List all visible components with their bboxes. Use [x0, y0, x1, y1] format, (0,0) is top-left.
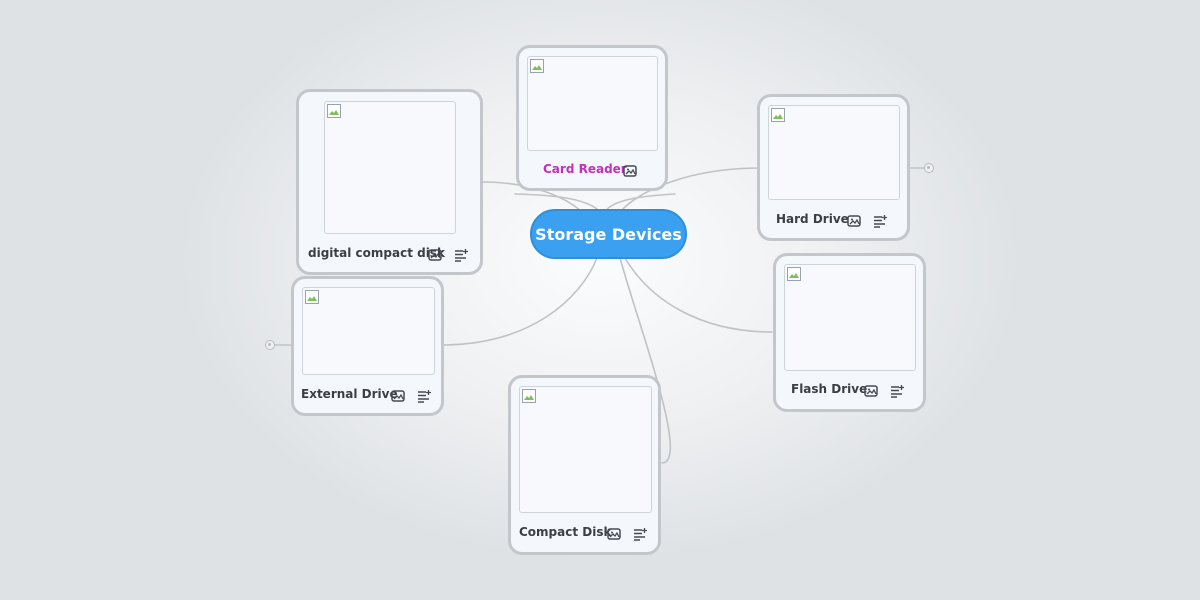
- topic-label: Card Reader: [543, 162, 627, 176]
- collapse-toggle-icon[interactable]: [924, 163, 934, 173]
- notes-icon[interactable]: [417, 389, 431, 403]
- broken-image-icon: [305, 290, 319, 304]
- broken-image-icon: [530, 59, 544, 73]
- broken-image-icon: [787, 267, 801, 281]
- topic-external-drive[interactable]: External Drive: [291, 276, 444, 416]
- image-icon[interactable]: [847, 214, 861, 228]
- image-icon[interactable]: [864, 384, 878, 398]
- topic-label: Hard Drive: [776, 212, 849, 226]
- image-icon[interactable]: [391, 389, 405, 403]
- notes-icon[interactable]: [633, 527, 647, 541]
- connector-flash-drive: [624, 257, 773, 333]
- topic-digital-compact-disk[interactable]: digital compact disk: [296, 89, 483, 275]
- image-icon[interactable]: [607, 527, 621, 541]
- collapse-toggle-icon[interactable]: [265, 340, 275, 350]
- topic-hard-drive[interactable]: Hard Drive: [757, 94, 910, 241]
- topic-image: [768, 105, 900, 200]
- topic-card-reader[interactable]: Card Reader: [516, 45, 668, 191]
- topic-compact-disk[interactable]: Compact Disk: [508, 375, 661, 555]
- topic-label: Flash Drive: [791, 382, 868, 396]
- topic-image: [784, 264, 916, 371]
- topic-label: digital compact disk: [308, 246, 445, 260]
- image-icon[interactable]: [428, 248, 442, 262]
- topic-label: Compact Disk: [519, 525, 612, 539]
- broken-image-icon: [522, 389, 536, 403]
- central-topic-label: Storage Devices: [535, 224, 682, 244]
- image-icon[interactable]: [623, 164, 637, 178]
- topic-label: External Drive: [301, 387, 398, 401]
- notes-icon[interactable]: [454, 248, 468, 262]
- topic-image: [519, 386, 652, 513]
- notes-icon[interactable]: [890, 384, 904, 398]
- connector-external-drive: [443, 257, 598, 346]
- topic-image: [527, 56, 658, 151]
- topic-image: [302, 287, 435, 375]
- central-topic[interactable]: Storage Devices: [530, 209, 687, 259]
- broken-image-icon: [327, 104, 341, 118]
- broken-image-icon: [771, 108, 785, 122]
- connector-card-reader: [514, 167, 761, 213]
- notes-icon[interactable]: [873, 214, 887, 228]
- topic-image: [324, 101, 456, 234]
- topic-flash-drive[interactable]: Flash Drive: [773, 253, 926, 412]
